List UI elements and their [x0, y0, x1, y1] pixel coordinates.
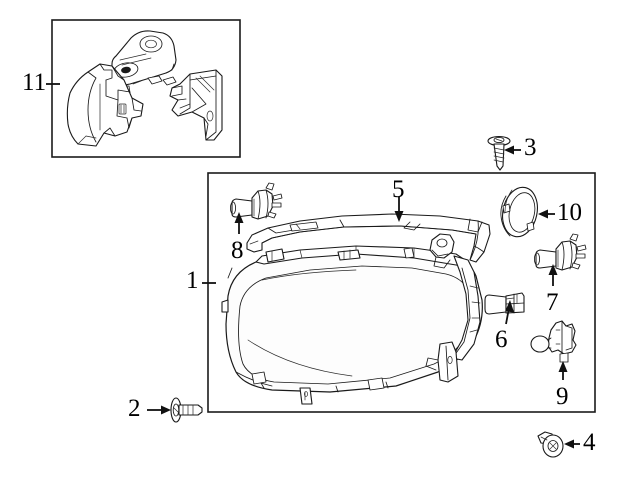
callout-label-8: 8 [231, 237, 244, 264]
headlamp-housing [221, 233, 483, 405]
arrowhead-5 [394, 211, 404, 222]
bulb-socket [530, 320, 577, 363]
callout-label-2: 2 [128, 395, 141, 422]
screw-lower [170, 397, 203, 423]
callout-label-4: 4 [583, 429, 596, 456]
headlamp-assembly-panel-border [207, 172, 596, 413]
callout-label-7: 7 [546, 289, 559, 316]
callout-label-1: 1 [186, 267, 199, 294]
bracket-part-left [66, 63, 144, 147]
callout-label-9: 9 [556, 383, 569, 410]
arrowhead-6 [505, 300, 515, 313]
arrowhead-4 [564, 439, 574, 449]
arrowhead-9 [558, 361, 568, 372]
halogen-bulb-right [533, 233, 587, 271]
callout-label-5: 5 [392, 176, 405, 203]
wedge-bulb [484, 292, 525, 315]
arrowhead-8 [234, 212, 244, 223]
arrowhead-2 [161, 405, 171, 415]
halogen-bulb-left [229, 182, 283, 220]
screw-upper [487, 135, 511, 171]
arrowhead-7 [548, 264, 558, 275]
callout-label-10: 10 [557, 199, 582, 226]
push-pin-retainer [537, 431, 564, 458]
callout-label-11: 11 [22, 69, 47, 96]
arrowhead-3 [504, 145, 514, 155]
sealing-ring-cap [500, 186, 538, 238]
bracket-part-top [111, 30, 177, 94]
callout-label-3: 3 [524, 134, 537, 161]
bracket-inset-panel-border [51, 19, 241, 158]
upper-trim-molding [246, 213, 491, 263]
callout-label-6: 6 [495, 326, 508, 353]
bracket-part-right [169, 69, 223, 141]
arrowhead-10 [538, 209, 548, 219]
